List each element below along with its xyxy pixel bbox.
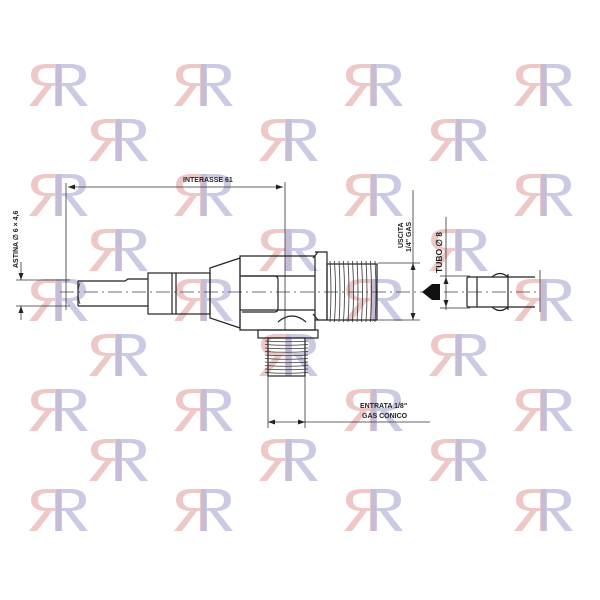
tubo-label: TUBO ∅ 8 bbox=[434, 232, 444, 273]
watermark-logo bbox=[259, 119, 318, 161]
watermark-logo bbox=[29, 279, 88, 321]
watermark-logo bbox=[29, 389, 88, 431]
watermark-logo bbox=[514, 279, 573, 321]
watermark-logo bbox=[89, 229, 148, 271]
watermark-logo bbox=[259, 439, 318, 481]
watermark-logo bbox=[429, 439, 488, 481]
outlet-thread bbox=[326, 260, 378, 323]
watermark-logo bbox=[89, 439, 148, 481]
inlet-thread bbox=[257, 329, 319, 377]
watermark-logo bbox=[344, 174, 403, 216]
valve-body bbox=[209, 251, 328, 331]
watermark-logo bbox=[259, 229, 318, 271]
watermark-logo bbox=[174, 489, 233, 531]
watermark-logo bbox=[344, 489, 403, 531]
tube bbox=[466, 270, 541, 312]
watermark-logo bbox=[429, 119, 488, 161]
watermark-logo bbox=[29, 489, 88, 531]
entrata-label-1: ENTRATA 1/8" bbox=[360, 403, 407, 410]
watermark-logo bbox=[29, 174, 88, 216]
watermark-logo bbox=[174, 389, 233, 431]
watermark-logo bbox=[429, 229, 488, 271]
watermark-logo bbox=[514, 489, 573, 531]
watermark-logo bbox=[429, 334, 488, 376]
uscita-dimension: USCITA 1/4" GAS bbox=[378, 190, 420, 321]
uscita-label-1: USCITA bbox=[398, 222, 405, 248]
watermark-logo bbox=[514, 389, 573, 431]
watermark-logo bbox=[29, 64, 88, 106]
tubo-dimension: TUBO ∅ 8 bbox=[434, 217, 470, 310]
watermark-logo bbox=[344, 64, 403, 106]
watermark-logo bbox=[514, 64, 573, 106]
uscita-label-2: 1/4" GAS bbox=[406, 222, 413, 252]
interasse-label: INTERASSE 61 bbox=[183, 177, 233, 184]
watermark-logo bbox=[344, 389, 403, 431]
watermark-logo bbox=[174, 174, 233, 216]
watermark-logo bbox=[344, 279, 403, 321]
valve-shaft bbox=[77, 272, 211, 315]
entrata-dimension: ENTRATA 1/8" GAS CONICO bbox=[267, 376, 430, 428]
watermark-logo bbox=[89, 334, 148, 376]
watermark-logo bbox=[514, 174, 573, 216]
astina-label: ASTINA ∅ 6 × 4,6 bbox=[12, 211, 20, 268]
flow-arrow-icon bbox=[422, 284, 440, 300]
watermark-logo bbox=[174, 64, 233, 106]
astina-dimension: ASTINA ∅ 6 × 4,6 bbox=[12, 211, 70, 320]
entrata-label-2: GAS CONICO bbox=[362, 413, 408, 420]
watermark-logo bbox=[174, 279, 233, 321]
watermark-logo bbox=[89, 119, 148, 161]
